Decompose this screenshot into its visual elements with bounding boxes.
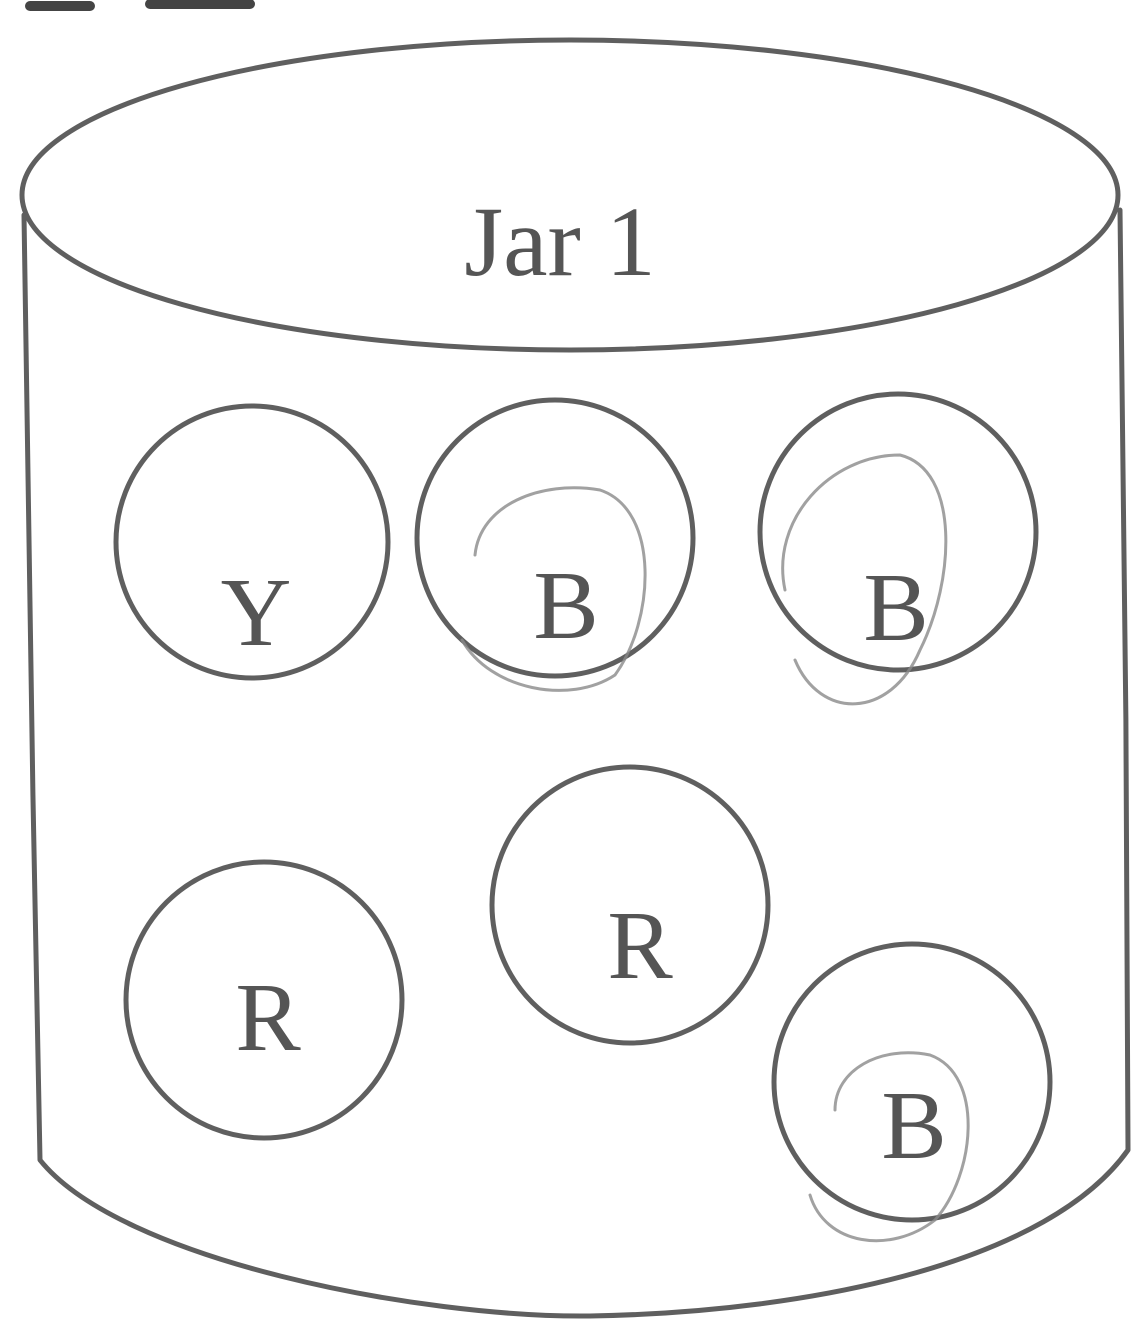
ball-circle [771, 941, 1053, 1223]
retrace-stroke [460, 486, 647, 692]
ball-circle [757, 391, 1039, 673]
ball-letter: R [235, 964, 301, 1072]
ball-letter: Y [221, 559, 292, 667]
ball-blue: B [757, 391, 1039, 706]
ball-red: R [489, 764, 771, 1046]
ball-letter: B [863, 554, 928, 662]
jar-lid-ellipse [19, 37, 1121, 353]
jar-body-outline [21, 207, 1131, 1319]
ball-circle [489, 764, 771, 1046]
retrace-stroke [808, 1051, 970, 1243]
jar-label: Jar 1 [464, 186, 656, 297]
ball-letter: R [607, 892, 673, 1000]
ball-circle [414, 397, 696, 679]
cropped-text-fragment [25, 0, 255, 11]
retrace-stroke [781, 453, 948, 706]
ball-red: R [123, 859, 405, 1141]
ball-circle [113, 403, 391, 681]
ball-blue: B [414, 397, 696, 692]
ball-yellow: Y [113, 403, 391, 681]
ball-letter: B [881, 1072, 946, 1180]
ball-blue: B [771, 941, 1053, 1243]
ball-circle [123, 859, 405, 1141]
jar: Jar 1 [19, 37, 1131, 1319]
ball-letter: B [533, 552, 598, 660]
